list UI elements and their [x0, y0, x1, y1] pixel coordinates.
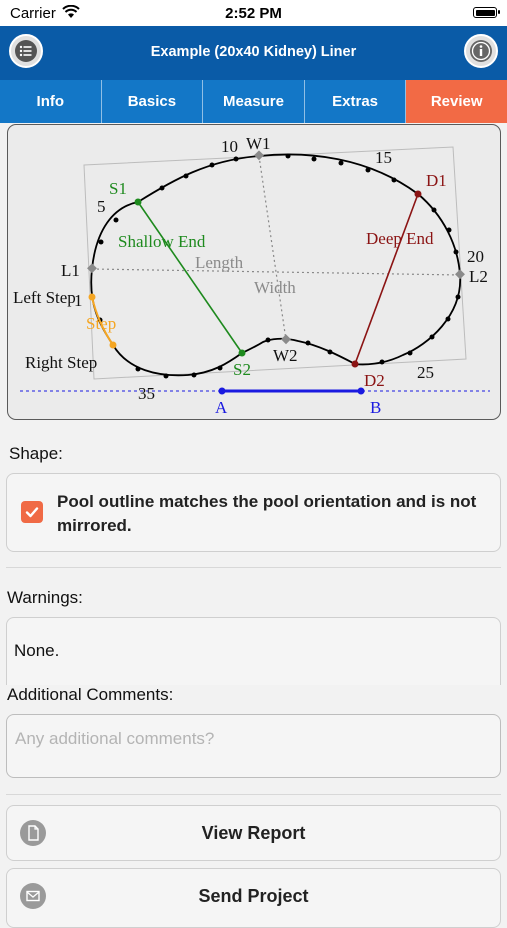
l2-label: L2 [469, 267, 488, 286]
length-line [91, 268, 461, 276]
deep-end-line [354, 193, 419, 365]
step-label: Step [86, 314, 116, 333]
deep-end-label: Deep End [366, 229, 434, 248]
a-point [218, 387, 226, 395]
shallow-end-line [137, 201, 243, 354]
tab-review[interactable]: Review [406, 80, 507, 123]
send-project-label: Send Project [198, 886, 309, 906]
d1-label: D1 [426, 171, 447, 190]
divider [6, 567, 501, 568]
nav-bar: Example (20x40 Kidney) Liner [0, 26, 507, 80]
warnings-heading: Warnings: [7, 588, 83, 607]
n35-label: 35 [138, 384, 155, 403]
tab-bar: Info Basics Measure Extras Review [0, 80, 507, 123]
d2-label: D2 [364, 371, 385, 390]
shape-card: Pool outline matches the pool orientatio… [6, 473, 501, 552]
l1-marker [87, 263, 97, 274]
l1-label: L1 [61, 261, 80, 280]
info-icon [470, 40, 492, 62]
step-segment [91, 296, 114, 346]
n15-label: 15 [375, 148, 392, 167]
battery-icon [473, 7, 500, 18]
n5-label: 5 [97, 197, 106, 216]
comments-input[interactable]: Any additional comments? [6, 714, 501, 778]
d1-point [414, 190, 422, 198]
tab-basics[interactable]: Basics [101, 80, 204, 123]
tab-measure[interactable]: Measure [203, 80, 305, 123]
s1-label: S1 [109, 179, 127, 198]
left-step-point [88, 293, 96, 301]
status-bar: Carrier 2:52 PM [0, 0, 507, 26]
pool-diagram: W1 10 15 D1 S1 5 Shallow End Deep End 20… [7, 124, 501, 420]
document-icon [20, 820, 46, 846]
shape-heading: Shape: [9, 444, 63, 463]
b-point [357, 387, 365, 395]
view-report-label: View Report [201, 823, 306, 843]
send-project-button[interactable]: Send Project [6, 868, 501, 928]
comments-placeholder: Any additional comments? [15, 729, 215, 748]
n1-label: 1 [74, 291, 83, 310]
n20-label: 20 [467, 247, 484, 266]
w2-marker [281, 334, 291, 345]
l2-marker [455, 269, 465, 280]
warnings-text: None. [14, 641, 60, 660]
orientation-text: Pool outline matches the pool orientatio… [57, 492, 477, 535]
comments-heading: Additional Comments: [7, 685, 174, 704]
orientation-checkbox[interactable] [21, 501, 43, 523]
perimeter-points [97, 153, 461, 379]
w1-label: W1 [246, 134, 271, 153]
checkmark-icon [25, 507, 39, 518]
width-line [258, 155, 287, 341]
right-step-label: Right Step [25, 353, 97, 372]
carrier-label: Carrier [10, 5, 56, 22]
info-button[interactable] [464, 34, 498, 68]
bounding-box [83, 146, 467, 380]
b-label: B [370, 398, 381, 417]
s2-point [238, 349, 246, 357]
shallow-end-label: Shallow End [118, 232, 206, 251]
list-icon [15, 40, 37, 62]
d2-point [351, 360, 359, 368]
width-label: Width [254, 278, 296, 297]
n25-label: 25 [417, 363, 434, 382]
s1-point [134, 198, 142, 206]
warnings-card: None. [6, 617, 501, 685]
wifi-icon [62, 4, 80, 24]
menu-button[interactable] [9, 34, 43, 68]
divider [6, 794, 501, 795]
page-title: Example (20x40 Kidney) Liner [150, 44, 357, 60]
pool-outline [90, 153, 461, 377]
n10-label: 10 [221, 137, 238, 156]
s2-label: S2 [233, 360, 251, 379]
w2-label: W2 [273, 346, 298, 365]
clock: 2:52 PM [225, 5, 282, 22]
right-step-point [109, 341, 117, 349]
a-label: A [215, 398, 228, 417]
left-step-label: Left Step [13, 288, 76, 307]
length-label: Length [195, 253, 244, 272]
tab-extras[interactable]: Extras [304, 80, 407, 123]
view-report-button[interactable]: View Report [6, 805, 501, 861]
tab-info[interactable]: Info [0, 80, 102, 123]
